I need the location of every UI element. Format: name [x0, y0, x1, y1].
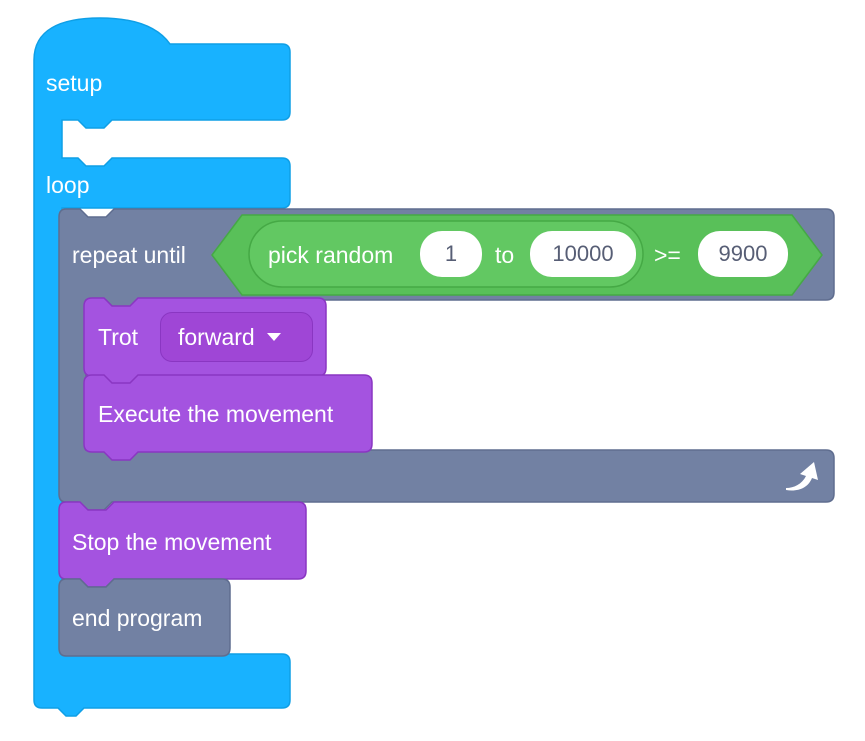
random-to-input[interactable]: 10000 [530, 231, 636, 277]
stop-movement-block[interactable] [58, 501, 307, 588]
to-label: to [495, 242, 515, 268]
trot-direction-dropdown[interactable]: forward [160, 312, 313, 362]
execute-movement-block[interactable] [83, 374, 373, 461]
end-program-block[interactable] [58, 578, 231, 657]
setup-loop-hat-block[interactable] [33, 17, 291, 717]
loop-arrow-icon [786, 462, 818, 491]
loop-label: loop [46, 172, 90, 198]
dropdown-caret-icon [266, 332, 281, 341]
threshold-input[interactable]: 9900 [698, 231, 788, 277]
trot-label: Trot [98, 324, 139, 350]
pick-random-label: pick random [268, 242, 394, 268]
comparison-operator: >= [654, 242, 681, 268]
random-from-input[interactable]: 1 [420, 231, 482, 277]
setup-label: setup [46, 70, 103, 96]
trot-direction-value: forward [178, 324, 255, 350]
end-program-label: end program [72, 605, 203, 631]
stop-movement-label: Stop the movement [72, 529, 272, 555]
repeat-until-label: repeat until [72, 242, 186, 268]
execute-movement-label: Execute the movement [98, 401, 334, 427]
